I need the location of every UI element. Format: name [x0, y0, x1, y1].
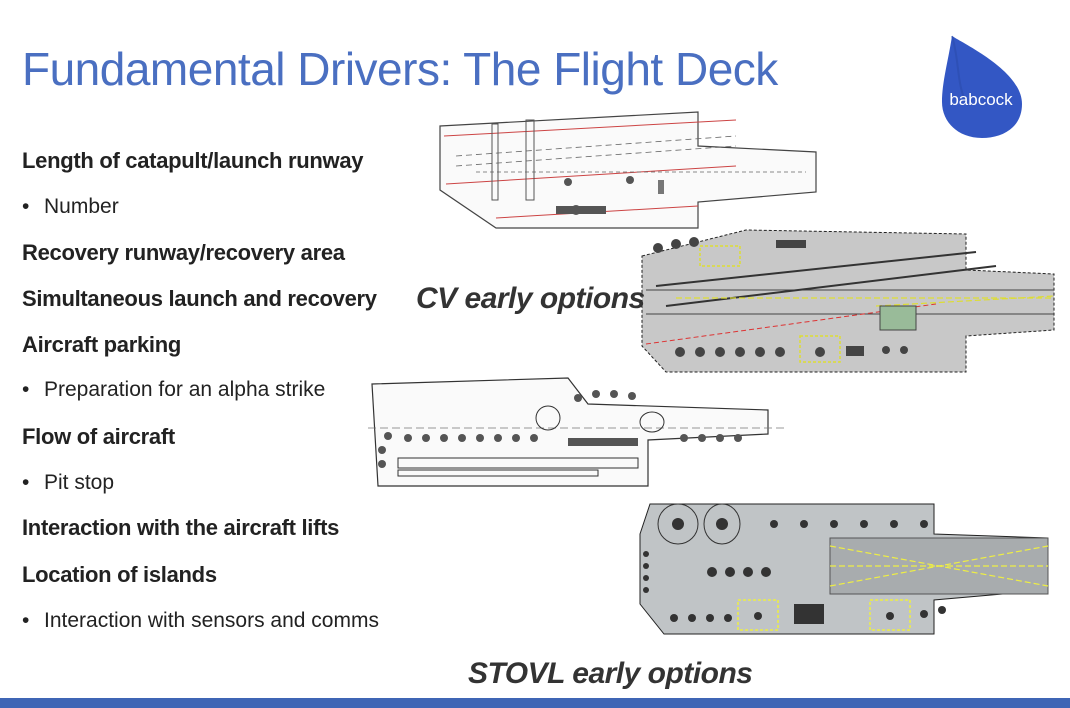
bullet-item: Flow of aircraft: [22, 424, 175, 449]
bullet-item: Length of catapult/launch runway: [22, 148, 364, 173]
bullet-item: •Number: [22, 195, 119, 218]
bullet-item: •Interaction with sensors and comms: [22, 609, 379, 632]
bullet-item: Location of islands: [22, 562, 217, 587]
logo-text: babcock: [949, 90, 1013, 109]
bullet-item: Recovery runway/recovery area: [22, 240, 345, 265]
bullet-item: •Preparation for an alpha strike: [22, 378, 326, 401]
bullet-item: Interaction with the aircraft lifts: [22, 515, 340, 540]
babcock-logo: babcock: [938, 32, 1024, 140]
bullet-item: •Pit stop: [22, 471, 115, 494]
bullet-item: Simultaneous launch and recovery: [22, 286, 377, 311]
cv-deck-parking-diagram: [368, 377, 788, 487]
logo-drop-icon: [942, 35, 1022, 138]
cv-caption: CV early options: [416, 282, 645, 315]
stovl-caption: STOVL early options: [468, 657, 753, 690]
stovl-deck-diagram: [639, 503, 1049, 635]
footer-bar: [0, 698, 1070, 708]
bullet-item: Aircraft parking: [22, 332, 182, 357]
slide-title: Fundamental Drivers: The Flight Deck: [22, 43, 778, 95]
cv-deck-outline-diagram: [439, 111, 817, 229]
cv-deck-shaded-diagram: [641, 229, 1055, 373]
